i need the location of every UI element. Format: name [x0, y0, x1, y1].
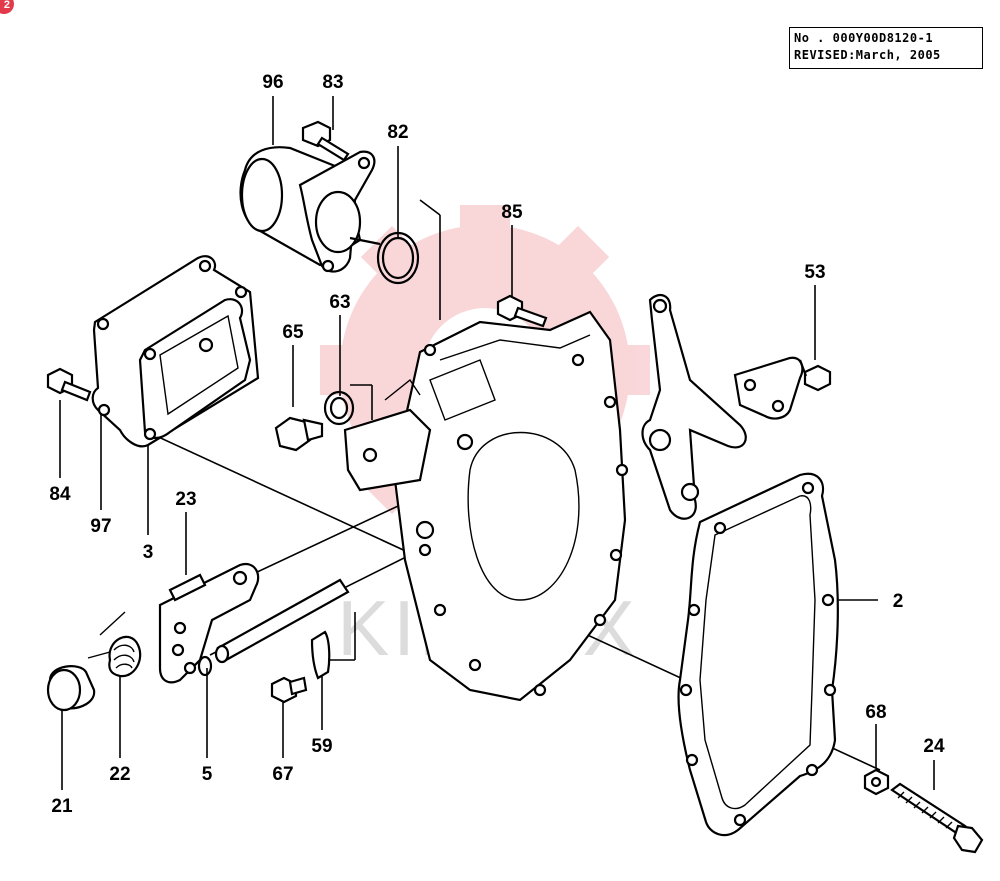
bolt-83-part	[301, 120, 350, 162]
callout-82: 82	[387, 122, 408, 143]
callout-67: 67	[272, 764, 293, 785]
callout-63: 63	[329, 292, 350, 313]
spring-22-part	[87, 611, 142, 678]
plug-21-part	[46, 665, 96, 712]
document-number: No . 000Y00D8120-1	[794, 31, 934, 45]
callout-24: 24	[923, 736, 945, 757]
corner-badge: 2	[0, 0, 14, 14]
o-ring-82-part	[376, 231, 420, 285]
cover-plate-3-part	[138, 298, 252, 441]
callout-5: 5	[202, 764, 213, 785]
revision-box: No . 000Y00D8120-1 REVISED:March, 2005	[789, 27, 983, 69]
gasket-2-part	[677, 472, 839, 837]
lever-plate-23-part	[158, 562, 260, 684]
callout-21: 21	[51, 796, 73, 817]
callout-84: 84	[49, 484, 71, 505]
callout-3: 3	[143, 542, 154, 563]
nut-68-part	[863, 768, 890, 796]
lever-assembly-53-part	[641, 293, 832, 520]
callout-83: 83	[322, 72, 343, 93]
callout-2: 2	[893, 591, 904, 612]
o-ring-5-part	[197, 655, 213, 677]
plug-65-part	[274, 416, 324, 452]
governor-shaft-part	[214, 578, 350, 664]
solenoid-part	[239, 146, 381, 273]
plate-59-part	[310, 630, 331, 680]
bolt-67-part	[270, 676, 308, 704]
callout-65: 65	[282, 322, 304, 343]
callout-68: 68	[865, 702, 886, 723]
callout-23: 23	[175, 489, 196, 510]
revision-date: REVISED:March, 2005	[794, 48, 941, 62]
stud-bolt-24-part	[890, 782, 984, 854]
washer-63-part	[323, 390, 355, 426]
bolt-85-part	[496, 294, 548, 328]
callout-labels: 96 83 82 85 53 65 63 84 97 3 23 2 68 24 …	[49, 72, 945, 817]
callout-53: 53	[804, 262, 825, 283]
governor-housing-part	[343, 310, 629, 702]
callout-97: 97	[90, 516, 111, 537]
callout-59: 59	[311, 736, 332, 757]
callout-85: 85	[501, 202, 523, 223]
bolt-84-part	[46, 367, 92, 402]
callout-22: 22	[109, 764, 130, 785]
callout-96: 96	[262, 72, 283, 93]
